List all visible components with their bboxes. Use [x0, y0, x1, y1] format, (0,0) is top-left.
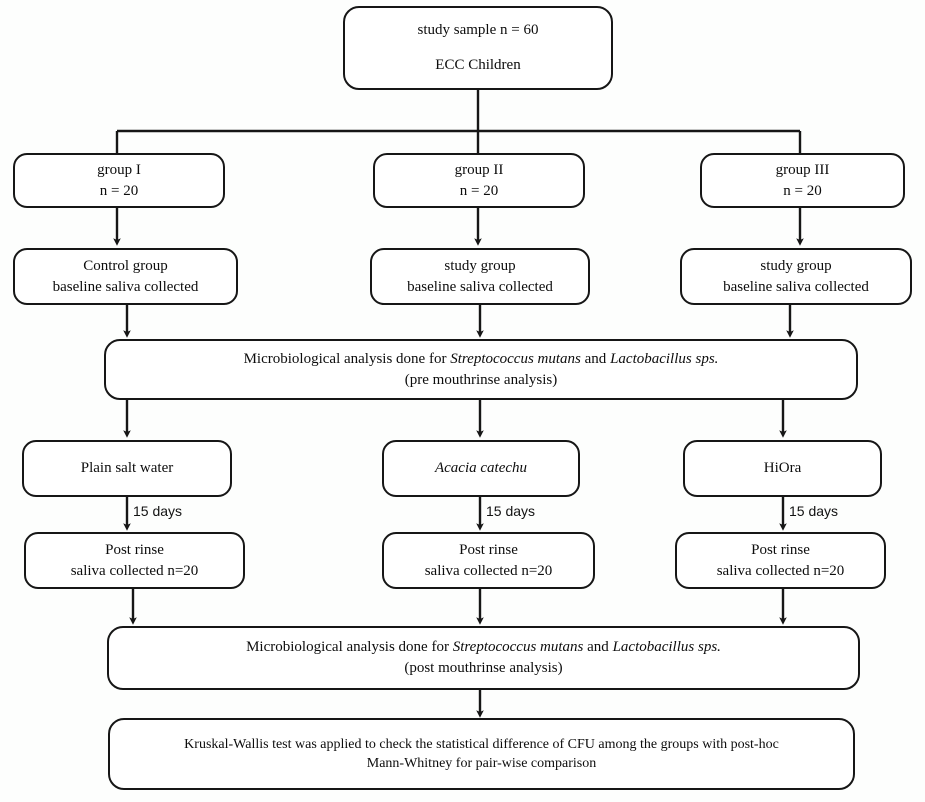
node-post-rinse-3: Post rinse saliva collected n=20: [675, 532, 886, 589]
baseline-1-title: Control group: [83, 257, 168, 274]
statistics-line-1: Kruskal-Wallis test was applied to check…: [184, 736, 779, 752]
group-1-label: group I: [97, 161, 141, 178]
pre-analysis-text-a: Microbiological analysis done for: [243, 350, 451, 367]
edge-label-duration-1: 15 days: [133, 503, 183, 519]
node-pre-mouthrinse-analysis: Microbiological analysis done for Strept…: [104, 339, 858, 400]
pre-analysis-species-1: Streptococcus mutans: [450, 350, 581, 367]
rinse-2-label: Acacia catechu: [434, 460, 528, 477]
post-rinse-3-title: Post rinse: [751, 541, 810, 558]
node-baseline-control: Control group baseline saliva collected: [13, 248, 238, 305]
post-analysis-line-1: Microbiological analysis done for Strept…: [246, 637, 721, 658]
edge-label-duration-3: 15 days: [789, 503, 839, 519]
baseline-2-title: study group: [444, 257, 516, 274]
group-1-count: n = 20: [99, 182, 139, 199]
edge-groups-to-baseline: [113, 208, 804, 246]
rinse-3-label: HiOra: [763, 460, 802, 477]
edge-baseline-to-pre-analysis: [123, 305, 794, 338]
node-rinse-plain-salt-water: Plain salt water: [22, 440, 232, 497]
group-2-count: n = 20: [459, 182, 499, 199]
node-baseline-study-3: study group baseline saliva collected: [680, 248, 912, 305]
post-analysis-text-b: and: [583, 639, 613, 656]
node-post-mouthrinse-analysis: Microbiological analysis done for Strept…: [107, 626, 860, 690]
pre-analysis-text-b: and: [580, 350, 611, 367]
study-sample-size: study sample n = 60: [417, 22, 539, 39]
node-rinse-acacia-catechu: Acacia catechu: [382, 440, 580, 497]
post-rinse-2-title: Post rinse: [459, 541, 518, 558]
node-rinse-hiora: HiOra: [683, 440, 882, 497]
baseline-3-title: study group: [760, 257, 832, 274]
post-analysis-line-2: (post mouthrinse analysis): [404, 660, 563, 676]
post-rinse-1-detail: saliva collected n=20: [70, 562, 199, 579]
group-3-count: n = 20: [783, 182, 822, 199]
post-rinse-2-detail: saliva collected n=20: [424, 562, 553, 579]
node-study-sample: study sample n = 60 ECC Children: [343, 6, 613, 90]
edge-label-duration-2: 15 days: [486, 503, 536, 519]
pre-analysis-species-2: Lactobacillus sps.: [610, 350, 719, 367]
rinse-1-label: Plain salt water: [80, 460, 174, 477]
group-2-label: group II: [454, 161, 504, 178]
node-post-rinse-2: Post rinse saliva collected n=20: [382, 532, 595, 589]
edge-top-to-split: [115, 90, 802, 153]
study-population: ECC Children: [435, 57, 521, 73]
post-analysis-species-1: Streptococcus mutans: [452, 639, 584, 656]
edge-pre-analysis-to-rinse: [123, 400, 787, 438]
pre-analysis-line-1: Microbiological analysis done for Strept…: [244, 349, 719, 370]
baseline-1-detail: baseline saliva collected: [52, 278, 199, 295]
node-baseline-study-2: study group baseline saliva collected: [370, 248, 590, 305]
edge-post-to-post-analysis: [129, 589, 787, 625]
statistics-line-2: Mann-Whitney for pair-wise comparison: [366, 756, 597, 771]
baseline-3-detail: baseline saliva collected: [723, 278, 869, 295]
node-group-3: group III n = 20: [700, 153, 905, 208]
node-post-rinse-1: Post rinse saliva collected n=20: [24, 532, 245, 589]
post-analysis-text-a: Microbiological analysis done for: [246, 639, 453, 656]
node-statistical-analysis: Kruskal-Wallis test was applied to check…: [108, 718, 855, 790]
node-group-2: group II n = 20: [373, 153, 585, 208]
post-rinse-3-detail: saliva collected n=20: [716, 562, 845, 579]
node-group-1: group I n = 20: [13, 153, 225, 208]
post-analysis-species-2: Lactobacillus sps.: [612, 639, 721, 656]
baseline-2-detail: baseline saliva collected: [407, 278, 553, 295]
post-rinse-1-title: Post rinse: [105, 541, 164, 558]
edge-rinse-to-post: [123, 497, 787, 531]
group-3-label: group III: [775, 161, 830, 178]
pre-analysis-line-2: (pre mouthrinse analysis): [404, 371, 558, 388]
